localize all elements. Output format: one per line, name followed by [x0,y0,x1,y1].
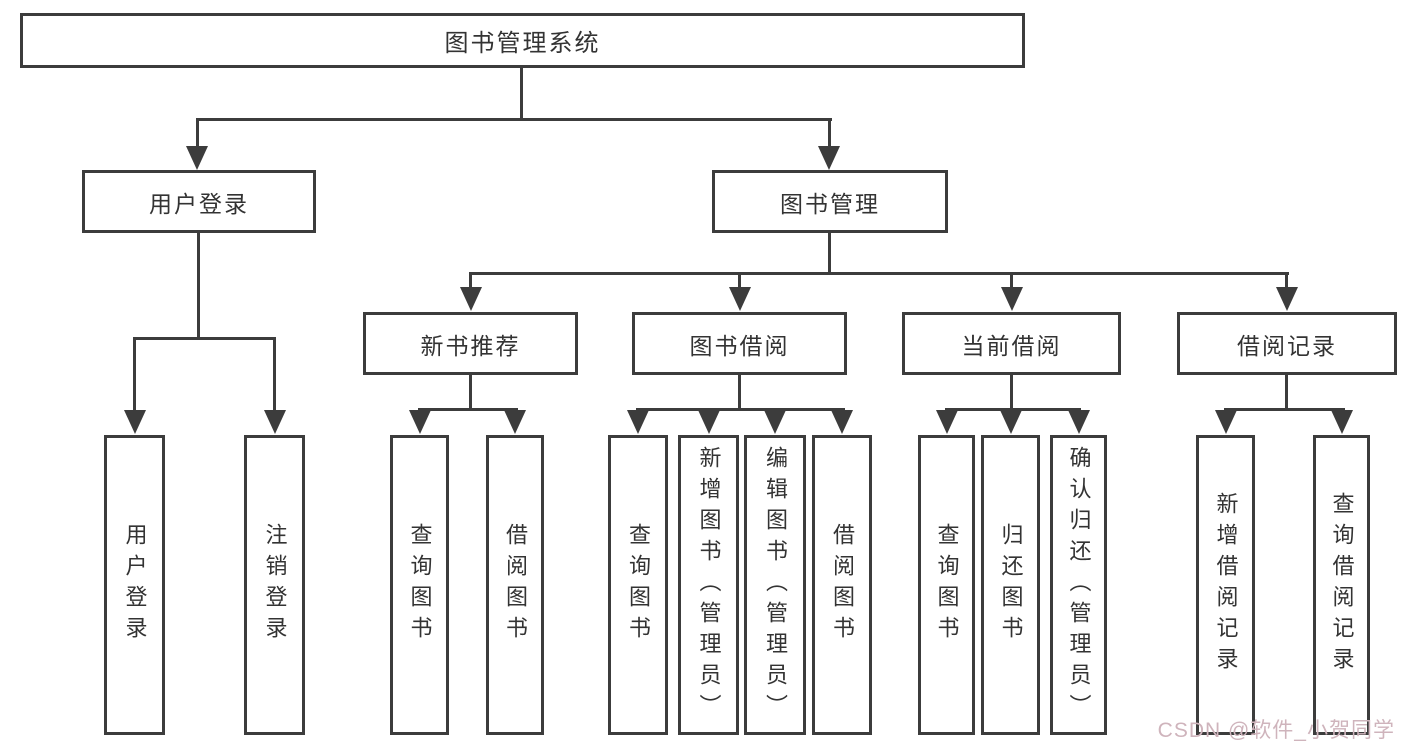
node-root-label: 图书管理系统 [444,30,601,57]
node-book-management-label: 图书管理 [780,190,880,217]
leaf-current-confirm-return: 确认归还（管理员） [1050,435,1107,735]
connector-line [738,375,741,411]
connector-line [828,233,831,275]
connector-arrowhead-icon [186,146,208,170]
connector-arrowhead-icon [1067,410,1090,434]
connector-arrowhead-icon [764,410,786,434]
node-current-borrow-label: 当前借阅 [961,332,1062,359]
connector-arrowhead-icon [459,287,482,311]
connector-line [1010,375,1013,411]
connector-arrowhead-icon [697,410,720,434]
connector-line [469,272,472,292]
leaf-user-login: 用户登录 [104,435,165,735]
leaf-record-add-label: 新增借阅记录 [1213,492,1239,678]
node-new-book-recommend: 新书推荐 [363,312,578,375]
leaf-newbook-borrow-book-label: 借阅图书 [503,523,528,647]
leaf-record-add: 新增借阅记录 [1196,435,1255,735]
connector-line [1285,375,1288,411]
connector-arrowhead-icon [1000,287,1023,311]
leaf-borrow-query-book: 查询图书 [608,435,668,735]
connector-line [828,118,831,148]
node-book-borrow: 图书借阅 [632,312,847,375]
leaf-current-return-book-label: 归还图书 [998,523,1024,647]
csdn-watermark: CSDN @软件_小贺同学 [1157,719,1395,742]
connector-line [469,272,1289,275]
connector-line [1285,272,1288,292]
leaf-record-query-label: 查询借阅记录 [1329,492,1355,678]
leaf-newbook-query-book: 查询图书 [390,435,449,735]
connector-line [196,118,832,121]
leaf-user-login-label: 用户登录 [122,523,148,647]
connector-arrowhead-icon [728,287,751,311]
connector-line [196,118,199,148]
leaf-borrow-borrow-book: 借阅图书 [812,435,872,735]
leaf-borrow-add-book: 新增图书（管理员） [678,435,739,735]
leaf-current-return-book: 归还图书 [981,435,1040,735]
leaf-borrow-borrow-book-label: 借阅图书 [830,523,855,647]
connector-arrowhead-icon [1214,410,1237,434]
leaf-borrow-query-book-label: 查询图书 [626,523,651,647]
connector-line [133,337,276,340]
leaf-current-confirm-return-label: 确认归还（管理员） [1066,445,1092,725]
connector-arrowhead-icon [818,146,840,170]
node-current-borrow: 当前借阅 [902,312,1121,375]
leaf-logout-label: 注销登录 [262,523,288,647]
leaf-newbook-borrow-book: 借阅图书 [486,435,544,735]
connector-line [197,233,200,340]
node-user-login: 用户登录 [82,170,316,233]
connector-arrowhead-icon [627,410,649,434]
connector-line [273,337,276,413]
leaf-borrow-edit-book: 编辑图书（管理员） [744,435,806,735]
connector-arrowhead-icon [123,410,146,434]
connector-line [1224,408,1345,411]
node-book-borrow-label: 图书借阅 [689,332,790,359]
connector-arrowhead-icon [1330,410,1353,434]
node-borrow-record: 借阅记录 [1177,312,1397,375]
connector-line [520,68,523,121]
connector-line [945,408,1081,411]
leaf-newbook-query-book-label: 查询图书 [407,523,433,647]
node-new-book-recommend-label: 新书推荐 [420,332,521,359]
connector-arrowhead-icon [263,410,286,434]
connector-line [636,408,845,411]
leaf-logout: 注销登录 [244,435,305,735]
connector-arrowhead-icon [935,410,958,434]
leaf-current-query-book-label: 查询图书 [934,523,960,647]
node-user-login-label: 用户登录 [149,190,249,217]
connector-line [418,408,518,411]
connector-arrowhead-icon [999,410,1022,434]
node-book-management: 图书管理 [712,170,948,233]
connector-arrowhead-icon [408,410,431,434]
connector-arrowhead-icon [504,410,526,434]
leaf-borrow-add-book-label: 新增图书（管理员） [696,445,722,725]
leaf-borrow-edit-book-label: 编辑图书（管理员） [763,445,788,725]
connector-arrowhead-icon [1276,287,1298,311]
connector-line [133,337,136,413]
leaf-record-query: 查询借阅记录 [1313,435,1370,735]
node-borrow-record-label: 借阅记录 [1237,332,1337,359]
connector-arrowhead-icon [831,410,853,434]
node-root: 图书管理系统 [20,13,1025,68]
connector-line [469,375,472,411]
connector-line [1010,272,1013,292]
connector-line [738,272,741,292]
leaf-current-query-book: 查询图书 [918,435,975,735]
